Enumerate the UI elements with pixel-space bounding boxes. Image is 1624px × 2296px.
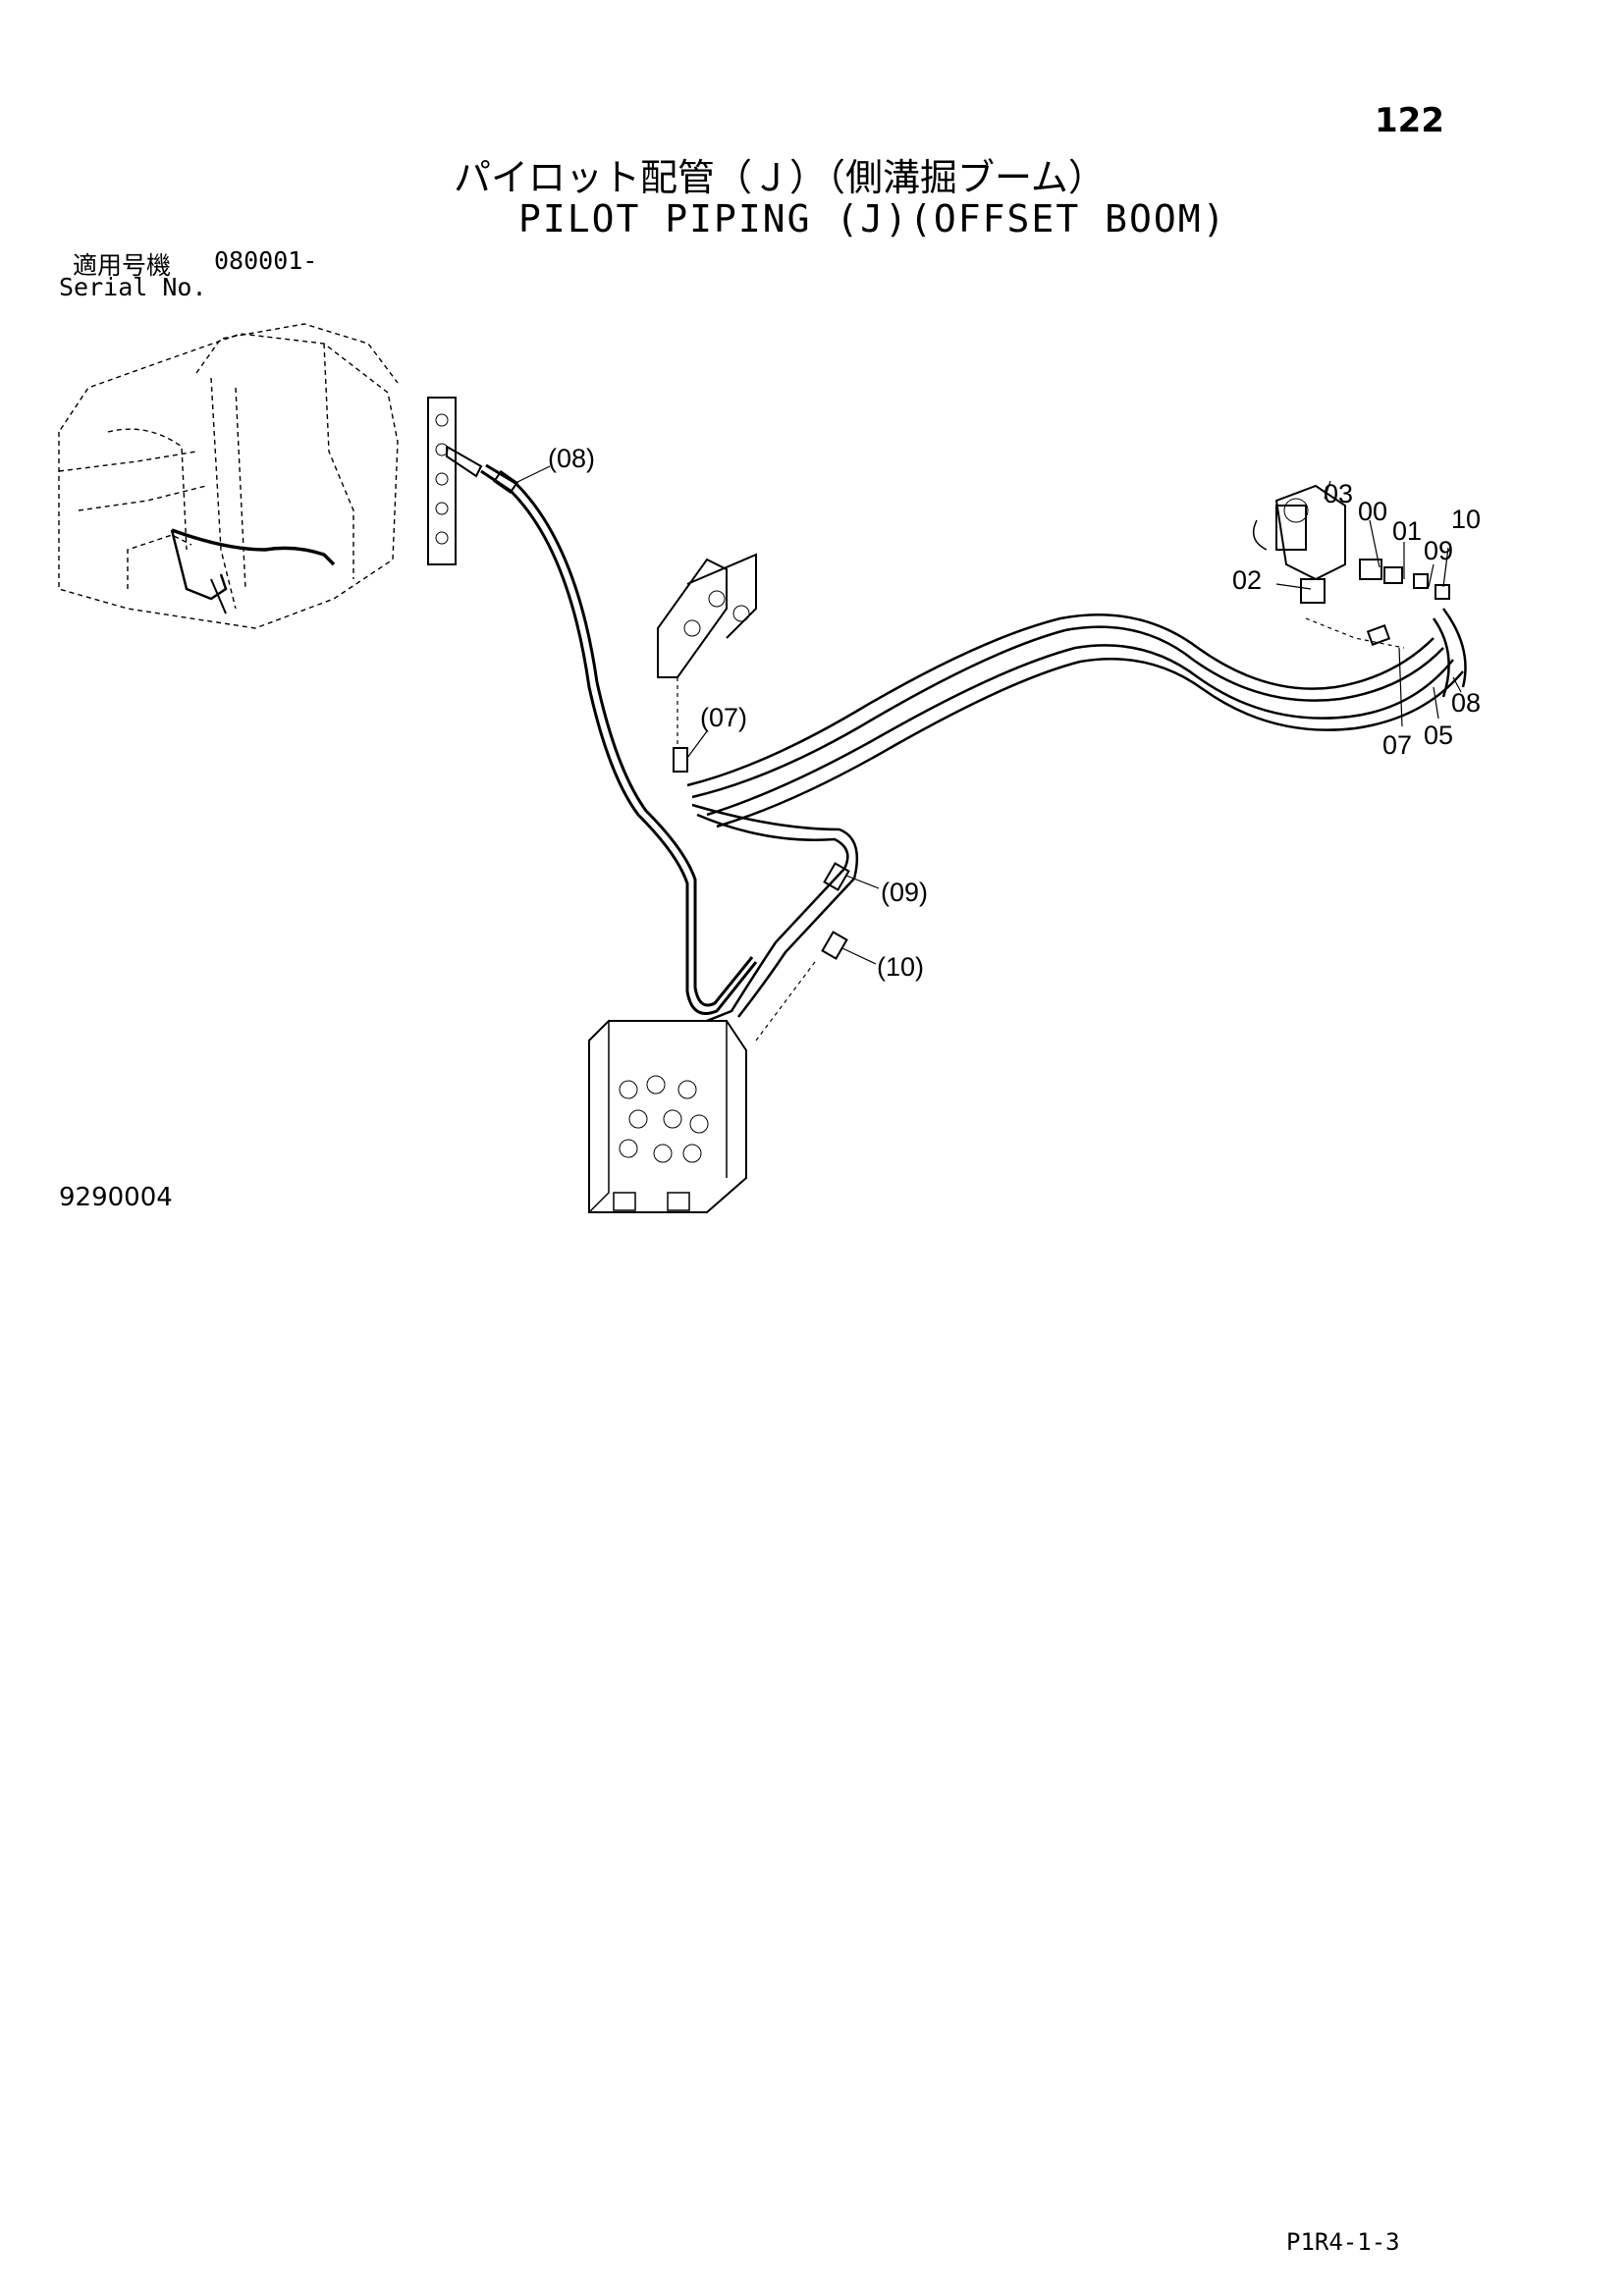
page-code: P1R4-1-3 — [1286, 2228, 1400, 2256]
callout-09-main: (09) — [881, 878, 928, 907]
valve-bracket — [427, 397, 483, 565]
callout-labels: (08) (07) (09) (10) 03 00 01 10 09 02 08… — [548, 444, 1481, 982]
callout-05: 05 — [1424, 721, 1453, 750]
callout-07-main: (07) — [700, 703, 747, 732]
pilot-valve-block — [657, 553, 757, 746]
callout-03: 03 — [1324, 479, 1353, 508]
hose-bundle — [686, 614, 1464, 1023]
serial-label-japanese: 適用号機 — [73, 251, 172, 280]
callout-08-main: (08) — [548, 444, 595, 473]
callout-01: 01 — [1392, 516, 1422, 546]
pilot-hose-main — [480, 463, 758, 1015]
page-number: 122 — [1375, 101, 1444, 140]
callout-02: 02 — [1232, 565, 1262, 595]
callout-00: 00 — [1358, 497, 1387, 526]
callout-10-main: (10) — [877, 952, 924, 982]
hose-fittings — [673, 747, 850, 1041]
callout-09: 09 — [1424, 536, 1453, 565]
callout-07: 07 — [1382, 730, 1412, 760]
serial-label-english: Serial No. — [59, 273, 207, 301]
callout-08: 08 — [1451, 688, 1481, 718]
title-japanese: パイロット配管（Ｊ）（側溝掘ブーム） — [454, 156, 1106, 199]
control-valve — [588, 1020, 747, 1213]
solenoid-valve — [1252, 484, 1467, 698]
cab-outline — [58, 323, 399, 629]
title-english: PILOT PIPING (J)(OFFSET BOOM) — [518, 197, 1227, 240]
callout-10: 10 — [1451, 505, 1481, 534]
serial-value: 080001- — [214, 246, 318, 275]
figure-number: 9290004 — [59, 1183, 173, 1212]
leader-lines — [514, 465, 1462, 965]
